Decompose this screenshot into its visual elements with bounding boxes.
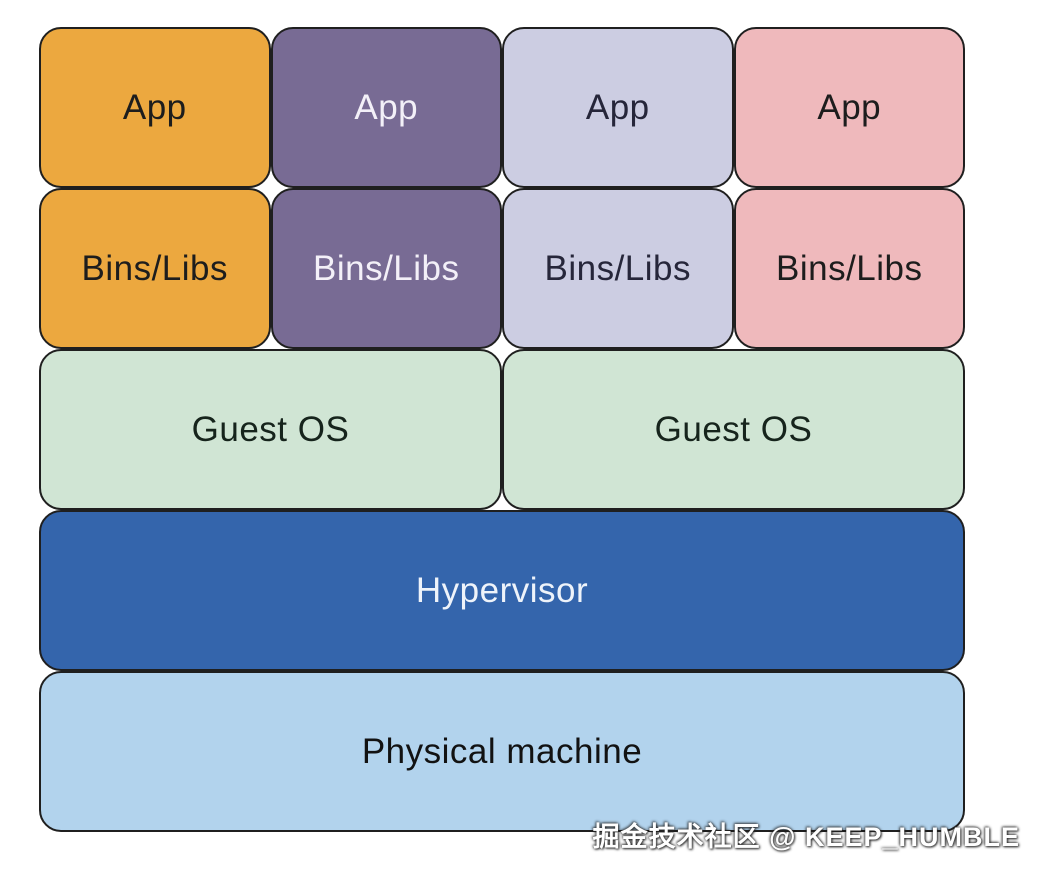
box-app-3: App (502, 27, 734, 188)
box-app-1: App (39, 27, 271, 188)
box-app-4: App (733, 27, 965, 188)
virtualization-stack-diagram: App App App App Bins/Libs Bins/Libs Bins… (39, 27, 965, 832)
box-app-2: App (270, 27, 502, 188)
box-bins-libs-2: Bins/Libs (270, 188, 502, 349)
box-bins-libs-4: Bins/Libs (733, 188, 965, 349)
box-guest-os-2: Guest OS (502, 349, 965, 510)
box-guest-os-1: Guest OS (39, 349, 502, 510)
box-bins-libs-1: Bins/Libs (39, 188, 271, 349)
box-hypervisor: Hypervisor (39, 510, 965, 671)
box-bins-libs-3: Bins/Libs (502, 188, 734, 349)
watermark-text: 掘金技术社区 @ KEEP_HUMBLE (592, 822, 1020, 852)
box-physical-machine: Physical machine (39, 671, 965, 832)
